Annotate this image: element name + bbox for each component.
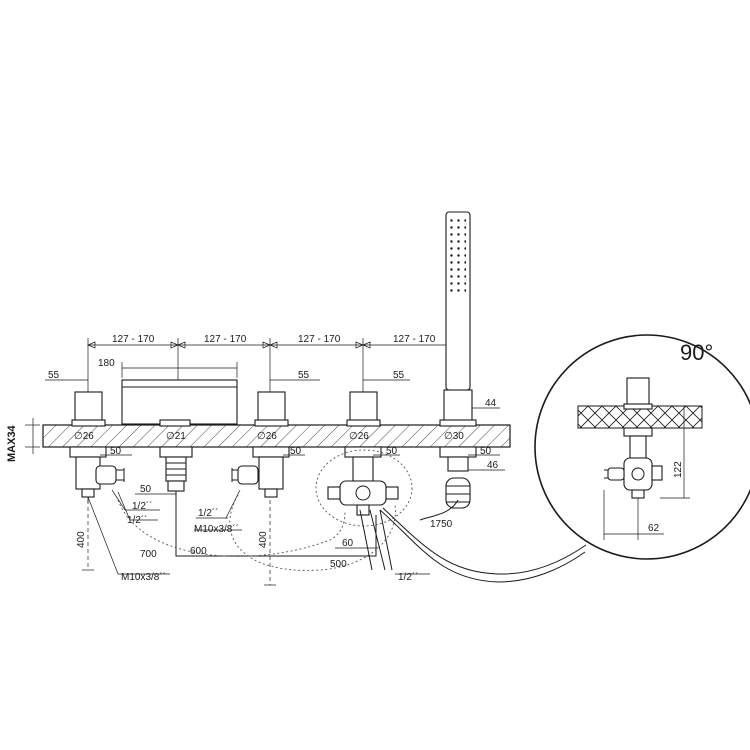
detail-circle xyxy=(534,334,750,560)
diameter-1: ∅26 xyxy=(74,431,94,442)
under-fitting-middle xyxy=(231,446,290,498)
side-50-b: 50 xyxy=(290,446,302,457)
pipe-500-label: 500 xyxy=(330,559,347,570)
side-50-dimensions: 50 50 50 50 46 50 xyxy=(100,446,505,495)
pipe-700-label: 700 xyxy=(140,549,157,560)
thread-m10-bottom: M10x3/8´´ xyxy=(121,571,166,583)
handle-44-label: 44 xyxy=(485,398,497,409)
side-50-d: 50 xyxy=(480,446,492,457)
detail-122-label: 122 xyxy=(673,461,684,478)
thread-labels: 1/2´´ 1/2´´ 1/2´´ M10x3/8´´ M10x3/8´´ 1/… xyxy=(87,489,430,583)
detail-view: 90° 122 62 xyxy=(534,334,750,560)
side-50-c: 50 xyxy=(386,446,398,457)
diameter-4: ∅26 xyxy=(349,431,369,442)
thread-half-a: 1/2´´ xyxy=(132,500,153,512)
detail-highlight-circle xyxy=(315,449,413,527)
under-fitting-spout xyxy=(159,446,193,492)
deck-thickness-dimension: MAX34 xyxy=(6,418,40,462)
pipe-routing: 600 60 700 500 1750 xyxy=(117,491,587,583)
thread-m10-mid: M10x3/8´´ xyxy=(194,523,239,535)
max-thickness-label: MAX34 xyxy=(6,424,18,462)
angle-90-label: 90° xyxy=(680,340,713,365)
under-fitting-left xyxy=(69,446,125,498)
mid-50-label: 50 xyxy=(140,484,152,495)
spacing-dim-2: 127 - 170 xyxy=(204,334,247,345)
spacing-dim-4: 127 - 170 xyxy=(393,334,436,345)
side-50-a: 50 xyxy=(110,446,122,457)
under-fitting-diverter xyxy=(327,446,399,516)
under-fitting-shower xyxy=(439,446,477,509)
spacing-dim-3: 127 - 170 xyxy=(298,334,341,345)
pipe-60-label: 60 xyxy=(342,538,354,549)
handle-middle xyxy=(254,391,289,427)
thread-half-right: 1/2´´ xyxy=(398,571,419,583)
spacing-dimension-chain: 127 - 170 127 - 170 127 - 170 127 - 170 xyxy=(87,334,460,392)
thread-half-mid: 1/2´´ xyxy=(198,507,219,519)
thread-half-b: 1/2´´ xyxy=(127,514,148,526)
diameter-labels: ∅26 ∅21 ∅26 ∅26 ∅30 xyxy=(74,431,464,442)
pipe-600-label: 600 xyxy=(190,546,207,557)
vertical-400-left: 400 xyxy=(76,531,87,548)
offset-55-a: 55 xyxy=(48,370,60,381)
detail-62-label: 62 xyxy=(648,523,660,534)
handle-diverter xyxy=(346,391,381,427)
offset-55-c: 55 xyxy=(393,370,405,381)
supply-lines-400: 400 400 xyxy=(76,497,276,586)
diameter-3: ∅26 xyxy=(257,431,277,442)
diameter-5: ∅30 xyxy=(444,431,464,442)
hose-1750-label: 1750 xyxy=(430,519,453,530)
handle-left xyxy=(71,391,106,427)
spacing-dim-1: 127 - 170 xyxy=(112,334,155,345)
vertical-400-mid: 400 xyxy=(258,531,269,548)
diameter-2: ∅21 xyxy=(166,431,186,442)
spout-width-label: 180 xyxy=(98,358,115,369)
spout-body xyxy=(121,379,238,427)
hand-shower xyxy=(439,211,477,427)
offset-55-b: 55 xyxy=(298,370,310,381)
spout-width-dimension: 180 xyxy=(98,358,238,378)
right-46-label: 46 xyxy=(487,460,499,471)
